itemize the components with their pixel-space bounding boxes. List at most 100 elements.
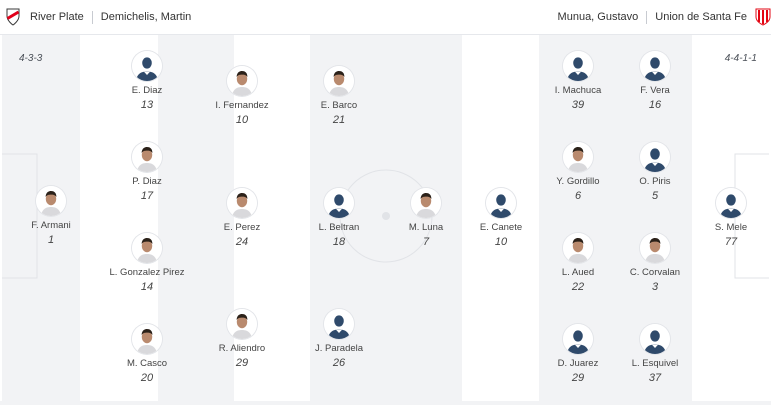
player-card[interactable]: E. Barco 21: [289, 66, 389, 126]
player-number: 20: [140, 372, 154, 384]
player-silhouette-icon: [640, 324, 670, 354]
player-number: 39: [571, 99, 585, 111]
player-name: L. Gonzalez Pirez: [109, 267, 185, 278]
player-card[interactable]: I. Machuca 39: [528, 51, 628, 111]
player-number: 13: [140, 99, 154, 111]
player-number: 77: [724, 236, 738, 248]
player-silhouette-icon: [716, 188, 746, 218]
player-card[interactable]: S. Mele 77: [681, 188, 769, 248]
pitch: 4-3-3 4-4-1-1 F. Armani 1 E. Diaz 13 P. Diaz…: [2, 35, 769, 401]
player-silhouette-icon: [640, 51, 670, 81]
player-card[interactable]: L. Esquivel 37: [605, 324, 705, 384]
player-card[interactable]: F. Armani 1: [2, 186, 101, 246]
player-number: 18: [332, 236, 346, 248]
player-card[interactable]: L. Gonzalez Pirez 14: [97, 233, 197, 293]
player-name: L. Beltran: [318, 222, 360, 233]
away-team-name[interactable]: Union de Santa Fe: [655, 11, 747, 23]
home-coach-name[interactable]: Demichelis, Martin: [100, 11, 192, 23]
player-name: F. Armani: [31, 220, 71, 231]
home-formation: 4-3-3: [19, 53, 43, 64]
header-divider: [91, 10, 93, 24]
player-card[interactable]: P. Diaz 17: [97, 142, 197, 202]
player-number: 29: [571, 372, 585, 384]
player-card[interactable]: F. Vera 16: [605, 51, 705, 111]
player-name: M. Casco: [126, 358, 168, 369]
player-silhouette-icon: [563, 51, 593, 81]
player-card[interactable]: Y. Gordillo 6: [528, 142, 628, 202]
player-number: 17: [140, 190, 154, 202]
player-photo-icon: [227, 66, 257, 96]
player-number: 21: [332, 114, 346, 126]
player-card[interactable]: E. Diaz 13: [97, 51, 197, 111]
player-name: S. Mele: [714, 222, 748, 233]
pitch-footer: [0, 401, 771, 405]
player-name: I. Machuca: [554, 85, 602, 96]
player-silhouette-icon: [132, 51, 162, 81]
player-silhouette-icon: [324, 188, 354, 218]
player-name: Y. Gordillo: [556, 176, 600, 187]
player-number: 37: [648, 372, 662, 384]
player-name: D. Juarez: [557, 358, 599, 369]
player-photo-icon: [227, 188, 257, 218]
player-name: L. Esquivel: [631, 358, 679, 369]
player-number: 14: [140, 281, 154, 293]
player-number: 3: [651, 281, 659, 293]
player-photo-icon: [563, 142, 593, 172]
player-name: I. Fernandez: [215, 100, 269, 111]
player-photo-icon: [36, 186, 66, 216]
match-lineup-header: River Plate Demichelis, Martin Munua, Gu…: [0, 0, 771, 35]
union-crest-icon: [755, 8, 771, 26]
away-formation: 4-4-1-1: [724, 53, 757, 64]
player-card[interactable]: R. Aliendro 29: [192, 309, 292, 369]
player-photo-icon: [563, 233, 593, 263]
player-name: E. Canete: [479, 222, 523, 233]
player-photo-icon: [324, 66, 354, 96]
player-card[interactable]: M. Casco 20: [97, 324, 197, 384]
player-photo-icon: [132, 324, 162, 354]
player-number: 10: [494, 236, 508, 248]
player-number: 10: [235, 114, 249, 126]
player-name: C. Corvalan: [629, 267, 681, 278]
player-card[interactable]: J. Paradela 26: [289, 309, 389, 369]
player-name: E. Diaz: [131, 85, 163, 96]
home-team-name[interactable]: River Plate: [30, 11, 84, 23]
player-name: J. Paradela: [314, 343, 364, 354]
player-name: E. Barco: [320, 100, 358, 111]
player-silhouette-icon: [486, 188, 516, 218]
pitch-stripe: [158, 35, 234, 401]
player-number: 24: [235, 236, 249, 248]
player-number: 29: [235, 357, 249, 369]
player-silhouette-icon: [563, 324, 593, 354]
player-card[interactable]: I. Fernandez 10: [192, 66, 292, 126]
player-number: 6: [574, 190, 582, 202]
player-number: 1: [47, 234, 55, 246]
player-photo-icon: [132, 142, 162, 172]
player-name: E. Perez: [223, 222, 261, 233]
header-divider: [646, 10, 648, 24]
player-number: 16: [648, 99, 662, 111]
player-photo-icon: [227, 309, 257, 339]
player-name: L. Aued: [561, 267, 595, 278]
player-name: R. Aliendro: [218, 343, 266, 354]
away-coach-name[interactable]: Munua, Gustavo: [557, 11, 639, 23]
player-name: P. Diaz: [132, 176, 162, 187]
river-plate-crest-icon: [6, 8, 20, 26]
player-name: M. Luna: [408, 222, 444, 233]
player-card[interactable]: L. Beltran 18: [289, 188, 389, 248]
player-card[interactable]: D. Juarez 29: [528, 324, 628, 384]
player-number: 26: [332, 357, 346, 369]
home-team-info: River Plate Demichelis, Martin: [6, 0, 191, 34]
player-name: O. Piris: [639, 176, 671, 187]
away-team-info: Munua, Gustavo Union de Santa Fe: [557, 0, 771, 34]
player-card[interactable]: E. Perez 24: [192, 188, 292, 248]
player-silhouette-icon: [324, 309, 354, 339]
player-card[interactable]: E. Canete 10: [451, 188, 551, 248]
player-card[interactable]: C. Corvalan 3: [605, 233, 705, 293]
player-card[interactable]: L. Aued 22: [528, 233, 628, 293]
player-name: F. Vera: [640, 85, 670, 96]
player-silhouette-icon: [640, 142, 670, 172]
player-photo-icon: [132, 233, 162, 263]
player-number: 22: [571, 281, 585, 293]
